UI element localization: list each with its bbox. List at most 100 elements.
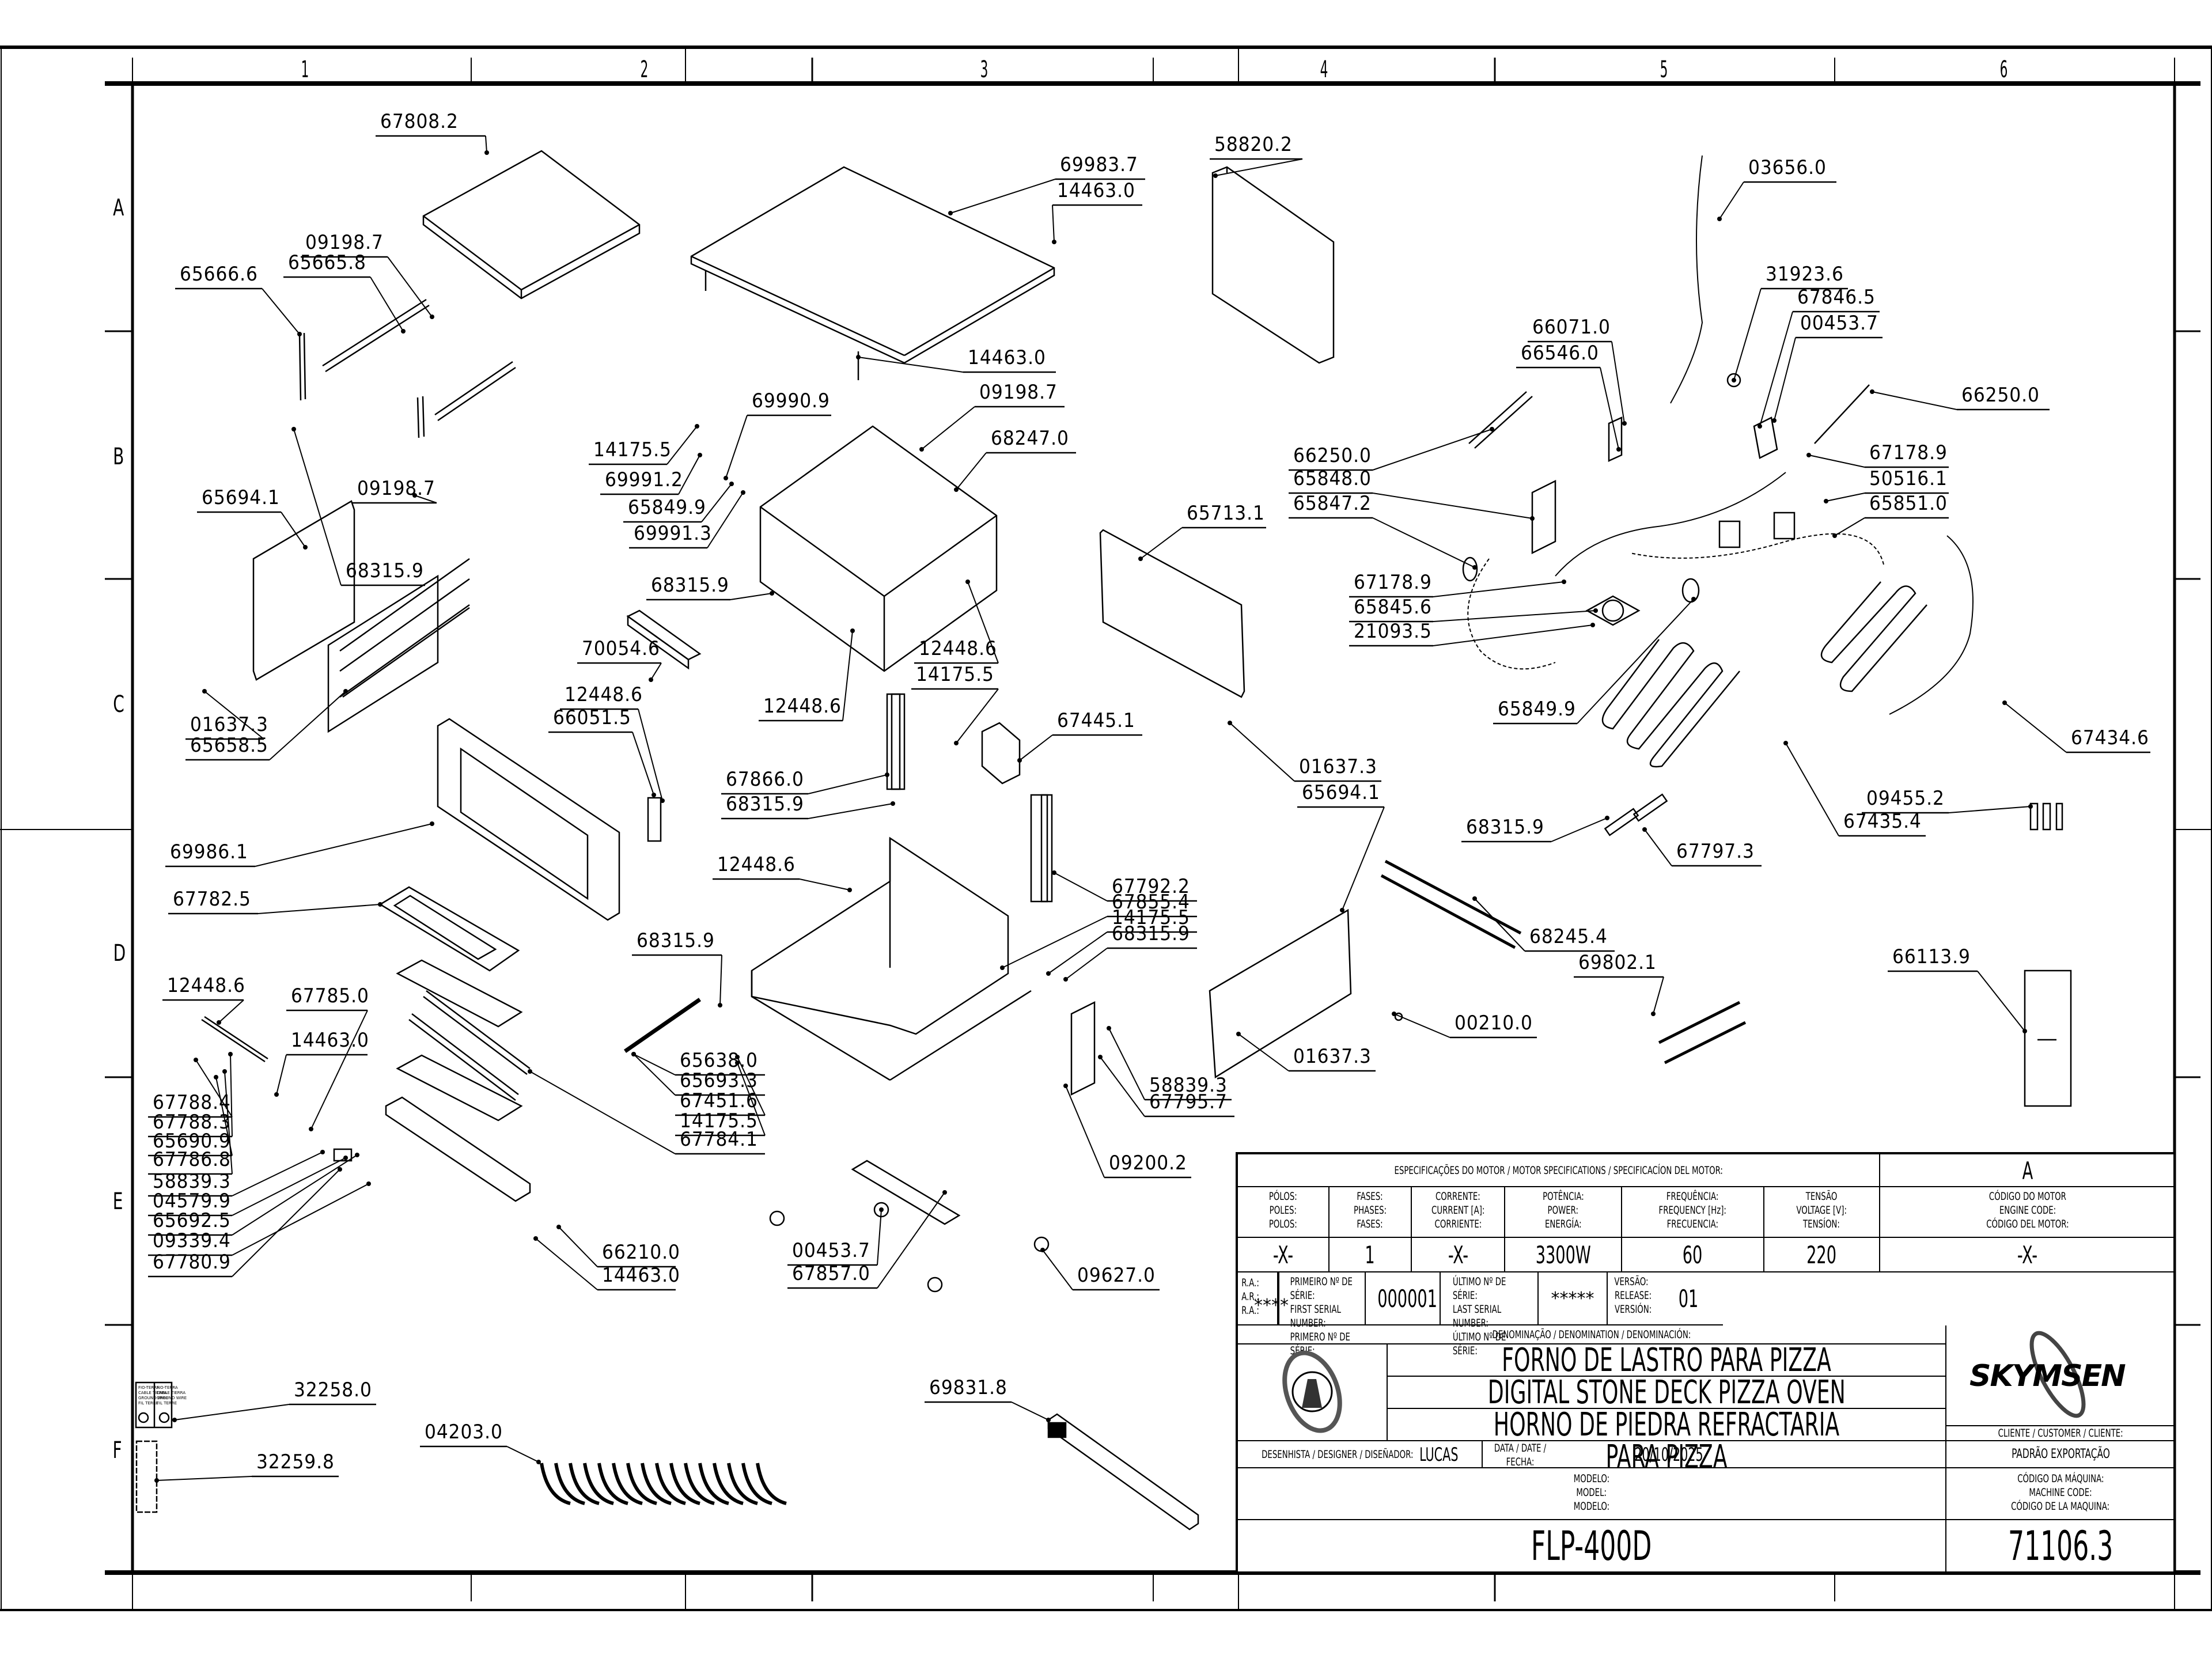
part-number-callout: 14175.5: [1112, 906, 1190, 929]
callout-leader-line: [558, 1226, 598, 1267]
designer-value: LUCAS: [1396, 1441, 1483, 1468]
callout-anchor-dot: [1622, 421, 1627, 426]
callout-anchor-dot: [194, 1058, 198, 1062]
motor-spec-header: ESPECIFICAÇÕES DO MOTOR / MOTOR SPECIFIC…: [1238, 1154, 1880, 1187]
part-number-callout: 65713.1: [1187, 502, 1265, 525]
title-block: ESPECIFICAÇÕES DO MOTOR / MOTOR SPECIFIC…: [1236, 1152, 2176, 1574]
callout-leader-line: [858, 357, 964, 373]
callout-leader-line: [1653, 976, 1664, 1014]
column-ref: 1: [301, 56, 309, 83]
callout-anchor-dot: [847, 888, 852, 892]
callout-leader-line: [174, 1404, 290, 1421]
spec-header: POTÊNCIA:POWER:ENERGÍA:: [1505, 1187, 1623, 1238]
row-ref: F: [112, 1437, 122, 1464]
callout-leader-line: [1977, 971, 2025, 1032]
callout-leader-line: [1048, 931, 1108, 974]
callout-leader-line: [950, 179, 1056, 214]
product-name-es: HORNO DE PIEDRA REFRACTARIA PARA PIZZA: [1388, 1409, 1946, 1474]
version-value: 01: [1654, 1272, 1723, 1325]
callout-leader-line: [1065, 948, 1108, 980]
part-number-callout: 67857.0: [792, 1262, 870, 1285]
callout-anchor-dot: [430, 315, 434, 319]
callout-anchor-dot: [885, 772, 889, 777]
spec-value: -X-: [1880, 1238, 2175, 1272]
product-name-en: DIGITAL STONE DECK PIZZA OVEN: [1388, 1377, 1946, 1409]
callout-anchor-dot: [652, 793, 656, 797]
last-serial-value: *****: [1539, 1272, 1608, 1325]
part-number-callout: 14463.0: [291, 1029, 369, 1052]
callout-leader-line: [232, 1152, 323, 1196]
part-number-callout: 68315.9: [1466, 816, 1544, 839]
part-number-callout: 69986.1: [170, 840, 248, 863]
callout-anchor-dot: [303, 545, 308, 550]
callout-leader-line: [387, 256, 433, 317]
callout-anchor-dot: [1605, 816, 1609, 820]
version-labels: VERSÃO: RELEASE: VERSIÓN:: [1608, 1272, 1654, 1325]
callout-leader-line: [707, 492, 744, 548]
callout-leader-line: [232, 1183, 369, 1256]
part-number-callout: 31923.6: [1766, 263, 1844, 286]
row-ref: E: [112, 1188, 123, 1215]
callout-leader-line: [1002, 916, 1108, 968]
callout-leader-line: [842, 630, 853, 721]
callout-leader-line: [269, 691, 346, 760]
part-number-callout: 65638.0: [680, 1049, 758, 1072]
callout-anchor-dot: [1562, 579, 1566, 584]
authorized-service-seal: [1238, 1344, 1388, 1441]
part-number-callout: 00210.0: [1455, 1012, 1533, 1035]
callout-leader-line: [204, 691, 264, 740]
part-number-callout: 66113.9: [1892, 945, 1971, 968]
callout-anchor-dot: [1758, 424, 1762, 429]
callout-anchor-dot: [378, 902, 382, 907]
brand-name: SKYMSEN: [1969, 1359, 2126, 1393]
callout-anchor-dot: [954, 741, 959, 745]
callout-leader-line: [633, 1054, 676, 1075]
callout-anchor-dot: [1691, 597, 1696, 601]
part-number-callout: 66071.0: [1532, 316, 1611, 339]
callout-leader-line: [921, 406, 975, 450]
callout-anchor-dot: [1732, 378, 1736, 382]
customer-label: CLIENTE / CUSTOMER / CLIENTE:: [1946, 1426, 2175, 1441]
part-number-callout: 14463.0: [968, 346, 1046, 369]
callout-anchor-dot: [484, 150, 489, 155]
denomination-header: DENOMINAÇÃO / DENOMINATION / DENOMINACIÓ…: [1238, 1325, 1946, 1344]
callout-anchor-dot: [214, 1075, 218, 1080]
callout-anchor-dot: [1107, 1026, 1111, 1031]
callout-anchor-dot: [879, 1207, 884, 1212]
callout-leader-line: [1108, 1028, 1145, 1100]
callout-leader-line: [1100, 1056, 1145, 1117]
callout-leader-line: [257, 904, 381, 914]
part-number-callout: 69802.1: [1578, 951, 1657, 974]
part-number-callout: 58839.3: [153, 1170, 231, 1193]
part-number-callout: 67784.1: [680, 1128, 758, 1151]
callout-anchor-dot: [1651, 1012, 1656, 1016]
part-number-callout: 67782.5: [173, 888, 251, 911]
part-number-callout: 58820.2: [1214, 133, 1293, 156]
callout-leader-line: [1433, 610, 1596, 622]
part-number-callout: 66546.0: [1521, 342, 1599, 365]
part-number-callout: 67792.2: [1112, 875, 1190, 898]
part-number-callout: 00453.7: [1800, 312, 1878, 335]
part-number-callout: 67786.8: [153, 1148, 231, 1171]
part-number-callout: 66210.0: [602, 1241, 680, 1264]
row-ref: D: [113, 940, 126, 967]
part-number-callout: 09198.7: [357, 477, 435, 500]
callout-leader-line: [156, 1476, 252, 1481]
part-number-callout: 12448.6: [167, 974, 245, 997]
callout-anchor-dot: [1870, 389, 1874, 394]
callout-anchor-dot: [1000, 965, 1005, 970]
callout-anchor-dot: [1017, 758, 1022, 763]
part-number-callout: 65666.6: [180, 263, 258, 286]
callout-leader-line: [808, 803, 893, 819]
callout-anchor-dot: [1340, 908, 1344, 912]
callout-anchor-dot: [735, 1055, 740, 1059]
callout-leader-line: [1834, 517, 1865, 536]
skymsen-logo-icon: [2029, 1331, 2086, 1418]
callout-anchor-dot: [172, 1418, 177, 1422]
callout-leader-line: [1019, 734, 1053, 761]
callout-leader-line: [1551, 817, 1608, 842]
callout-leader-line: [877, 1192, 945, 1289]
part-number-callout: 14175.5: [593, 438, 672, 461]
